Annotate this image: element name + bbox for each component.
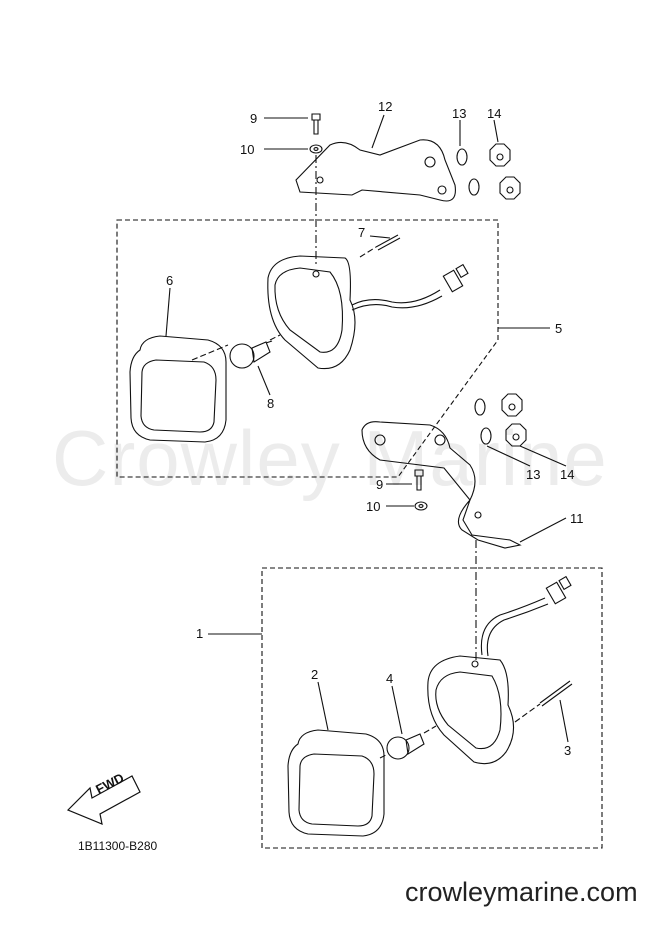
callout-13-bottom: 13 (526, 467, 541, 482)
nut-14-top-a (489, 143, 511, 167)
callout-1: 1 (196, 626, 204, 641)
screw-9-top (311, 113, 321, 135)
callout-9-top: 9 (250, 111, 258, 126)
nut-14-bottom-a (501, 393, 523, 417)
callout-8: 8 (267, 396, 275, 411)
connector-lower (545, 581, 567, 605)
callout-14-top: 14 (487, 106, 502, 121)
washer-13-bottom-b (480, 427, 492, 445)
callout-10-top: 10 (240, 142, 255, 157)
nut-14-bottom-b (505, 423, 527, 447)
lens-6-upper (129, 335, 227, 443)
washer-13-top-b (468, 178, 480, 196)
screw-3 (539, 680, 571, 704)
callout-4: 4 (386, 671, 394, 686)
assembly-5-frame (116, 219, 499, 478)
bracket-11 (361, 421, 522, 549)
wire-lower (480, 597, 546, 656)
washer-13-top-a (456, 148, 468, 166)
washer-10-top (309, 144, 323, 154)
washer-13-bottom-a (474, 398, 486, 416)
callout-10-bottom: 10 (366, 499, 381, 514)
bracket-12 (295, 139, 456, 202)
housing-upper (267, 255, 356, 370)
bulb-8 (229, 343, 255, 369)
housing-lower (427, 655, 515, 765)
washer-10-bottom (414, 501, 428, 511)
lens-2-lower (287, 729, 385, 837)
fwd-arrow-icon (66, 775, 141, 825)
callout-6: 6 (166, 273, 174, 288)
callout-14-bottom: 14 (560, 467, 575, 482)
screw-7 (375, 234, 399, 248)
callout-3: 3 (564, 743, 572, 758)
callout-11: 11 (570, 511, 584, 526)
nut-14-top-b (499, 176, 521, 200)
watermark-text: Crowley Marine (52, 414, 608, 502)
callout-2: 2 (311, 667, 319, 682)
screw-9-bottom (414, 469, 424, 491)
callout-13-top: 13 (452, 106, 467, 121)
document-id: 1B11300-B280 (78, 839, 158, 853)
assembly-1-frame (261, 567, 603, 849)
wire-upper (351, 289, 441, 306)
connector-upper (442, 269, 464, 293)
footer-url: crowleymarine.com (405, 877, 638, 907)
callout-9-bottom: 9 (376, 477, 384, 492)
callout-7: 7 (358, 225, 366, 240)
bulb-4 (386, 736, 410, 760)
callout-12: 12 (378, 99, 393, 114)
callout-5: 5 (555, 321, 563, 336)
